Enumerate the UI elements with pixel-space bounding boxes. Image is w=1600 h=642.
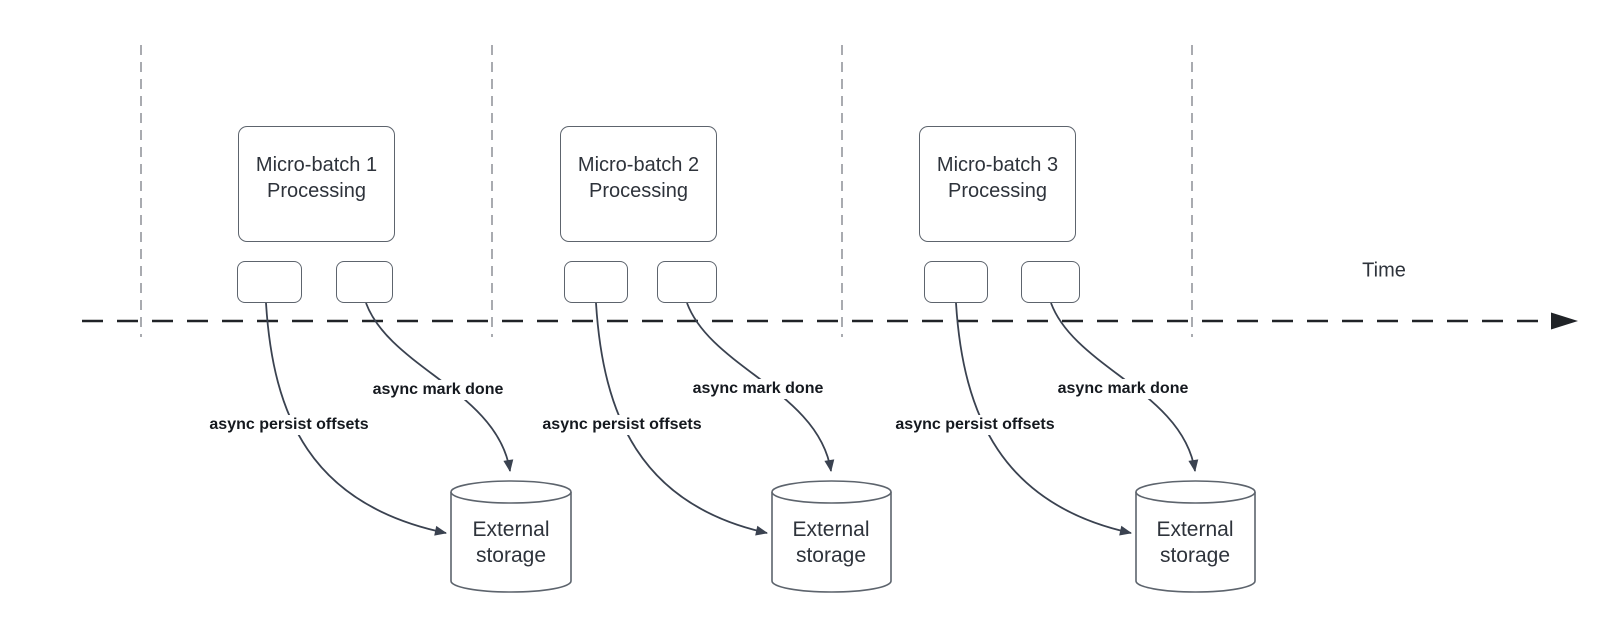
persist-offsets-arrow-2 — [595, 302, 768, 536]
persist-offsets-label-2: async persist offsets — [538, 415, 706, 435]
task-box-2a — [564, 261, 628, 303]
external-storage-cylinder-2 — [771, 480, 892, 593]
time-axis — [82, 312, 1578, 330]
external-storage-label-3: External storage — [1156, 518, 1234, 567]
task-box-3a — [924, 261, 988, 303]
time-axis-label: Time — [1362, 259, 1406, 282]
time-axis-arrowhead-icon — [1551, 312, 1578, 330]
micro-batch-1-title: Micro-batch 1 Processing — [255, 154, 378, 202]
persist-offsets-label-3: async persist offsets — [891, 415, 1059, 435]
interval-guide-lines — [140, 45, 1193, 337]
micro-batch-2-processing-box: Micro-batch 2 Processing — [560, 126, 717, 242]
task-box-1a — [237, 261, 302, 303]
micro-batch-2-title: Micro-batch 2 Processing — [577, 154, 700, 202]
micro-batch-3-processing-box: Micro-batch 3 Processing — [919, 126, 1076, 242]
external-storage-label-1: External storage — [472, 518, 550, 567]
storage-cylinders — [450, 480, 1256, 593]
task-box-1b — [336, 261, 393, 303]
micro-batch-1-processing-box: Micro-batch 1 Processing — [238, 126, 395, 242]
external-storage-cylinder-3 — [1135, 480, 1256, 593]
external-storage-cylinder-1 — [450, 480, 572, 593]
micro-batch-3-title: Micro-batch 3 Processing — [936, 154, 1059, 202]
task-box-2b — [657, 261, 717, 303]
persist-offsets-label-1: async persist offsets — [205, 415, 373, 435]
mark-done-label-1: async mark done — [368, 380, 508, 400]
mark-done-label-2: async mark done — [688, 379, 828, 399]
persist-offsets-arrow-1 — [265, 302, 447, 536]
mark-done-label-3: async mark done — [1053, 379, 1193, 399]
task-box-3b — [1021, 261, 1080, 303]
external-storage-label-2: External storage — [792, 518, 870, 567]
persist-offsets-arrow-3 — [955, 302, 1132, 536]
